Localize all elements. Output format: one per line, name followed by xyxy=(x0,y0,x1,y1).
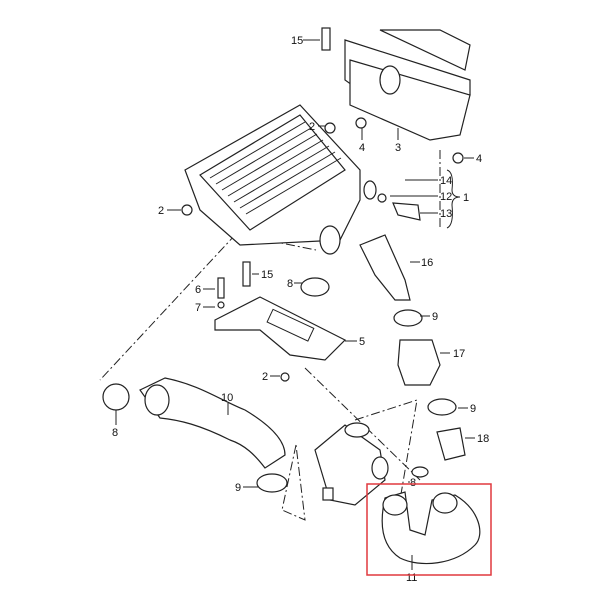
callout-2[interactable]: 2 xyxy=(309,121,315,133)
part-number-labels: 15 4 3 4 2 14 12 1 13 2 16 15 6 7 8 9 5 … xyxy=(112,35,489,584)
callout-5[interactable]: 5 xyxy=(359,336,365,348)
callout-2[interactable]: 2 xyxy=(262,371,268,383)
callout-12[interactable]: 12 xyxy=(440,191,452,203)
callout-3[interactable]: 3 xyxy=(395,142,401,154)
highlight-box-part-11 xyxy=(366,483,492,576)
callout-18[interactable]: 18 xyxy=(477,433,489,445)
hose-part-10 xyxy=(102,377,288,493)
callout-8[interactable]: 8 xyxy=(287,278,293,290)
callout-9[interactable]: 9 xyxy=(235,482,241,494)
callout-7[interactable]: 7 xyxy=(195,302,201,314)
callout-10[interactable]: 10 xyxy=(221,392,233,404)
callout-2[interactable]: 2 xyxy=(158,205,164,217)
fasteners xyxy=(181,27,464,382)
callout-9[interactable]: 9 xyxy=(470,403,476,415)
throttle-housing xyxy=(314,422,389,506)
sensor-part-13 xyxy=(377,193,421,221)
callout-11[interactable]: 11 xyxy=(406,572,417,584)
bracket-part-5 xyxy=(214,296,347,361)
callout-14[interactable]: 14 xyxy=(440,175,452,187)
leader-lines xyxy=(115,39,475,570)
callout-9[interactable]: 9 xyxy=(432,311,438,323)
callout-15[interactable]: 15 xyxy=(291,35,303,47)
hose-part-11 xyxy=(381,466,481,565)
callout-8[interactable]: 8 xyxy=(112,427,118,439)
intercooler xyxy=(184,104,377,255)
callout-17[interactable]: 17 xyxy=(453,348,465,360)
callout-8[interactable]: 8 xyxy=(410,477,416,489)
hose-chain-right xyxy=(300,234,466,461)
callout-4[interactable]: 4 xyxy=(476,153,482,165)
callout-15[interactable]: 15 xyxy=(261,269,273,281)
callout-16[interactable]: 16 xyxy=(421,257,433,269)
callout-13[interactable]: 13 xyxy=(440,208,452,220)
bracket-part-3 xyxy=(344,29,471,141)
callout-6[interactable]: 6 xyxy=(195,284,201,296)
callout-4[interactable]: 4 xyxy=(359,142,365,154)
callout-1[interactable]: 1 xyxy=(463,192,469,204)
